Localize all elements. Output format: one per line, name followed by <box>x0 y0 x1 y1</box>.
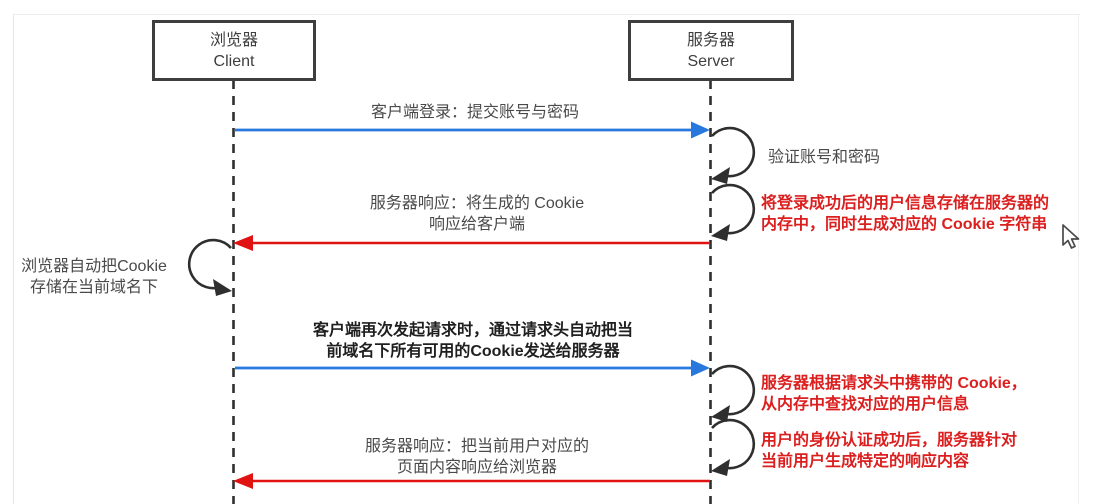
generate-response-self-loop <box>711 418 756 470</box>
login-request-arrowhead-icon <box>691 121 710 139</box>
auth-success-note: 用户的身份认证成功后，服务器针对 当前用户生成特定的响应内容 <box>761 430 1017 472</box>
lookup-user-note: 服务器根据请求头中携带的 Cookie， 从内存中查找对应的用户信息 <box>761 373 1027 415</box>
browser-store-note-line1: 浏览器自动把Cookie <box>21 258 167 275</box>
verify-self-loop <box>711 126 756 178</box>
lookup-user-self-loop <box>711 364 756 416</box>
resend-request-label-line1: 客户端再次发起请求时，通过请求头自动把当 <box>312 322 633 339</box>
store-cookie-self-loop-arrowhead-icon <box>711 224 730 241</box>
verify-self-loop-arrowhead-icon <box>711 167 730 184</box>
cookie-response-label: 服务器响应：将生成的 Cookie 响应给客户端 <box>332 193 622 235</box>
page-response-label-line2: 页面内容响应给浏览器 <box>396 459 557 476</box>
store-cookie-note: 将登录成功后的用户信息存储在服务器的 内存中，同时生成对应的 Cookie 字符… <box>761 193 1049 235</box>
frame-right-border <box>1078 14 1079 504</box>
login-message-label: 客户端登录：提交账号与密码 <box>370 104 579 121</box>
actor-box-server: 服务器 Server <box>628 20 794 81</box>
browser-store-note-line2: 存储在当前域名下 <box>29 279 158 296</box>
mouse-cursor-icon <box>1062 224 1080 249</box>
cookie-response-arrowhead-icon <box>233 235 253 251</box>
frame-left-border <box>13 14 14 504</box>
resend-request-arrowhead-icon <box>691 359 710 377</box>
browser-store-self-loop-arrowhead-icon <box>213 279 232 296</box>
store-cookie-note-line2: 内存中，同时生成对应的 Cookie 字符串 <box>761 216 1048 233</box>
page-response-label-line1: 服务器响应：把当前用户对应的 <box>364 438 589 455</box>
auth-success-note-line2: 当前用户生成特定的响应内容 <box>761 453 970 470</box>
page-response-label: 服务器响应：把当前用户对应的 页面内容响应给浏览器 <box>332 436 622 478</box>
auth-success-note-line1: 用户的身份认证成功后，服务器针对 <box>761 432 1018 449</box>
resend-request-label: 客户端再次发起请求时，通过请求头自动把当 前域名下所有可用的Cookie发送给服… <box>285 320 661 362</box>
actor-server-title-en: Server <box>687 52 735 70</box>
cookie-response-label-line1: 服务器响应：将生成的 Cookie <box>369 195 585 212</box>
store-cookie-self-loop <box>711 183 756 235</box>
verify-label: 验证账号和密码 <box>768 149 881 166</box>
lookup-user-note-line1: 服务器根据请求头中携带的 Cookie， <box>761 375 1027 392</box>
lookup-user-note-line2: 从内存中查找对应的用户信息 <box>761 396 970 413</box>
lookup-user-self-loop-arrowhead-icon <box>711 405 730 422</box>
store-cookie-note-line1: 将登录成功后的用户信息存储在服务器的 <box>761 195 1050 212</box>
actor-box-client: 浏览器 Client <box>152 20 316 81</box>
generate-response-self-loop-arrowhead-icon <box>711 459 730 476</box>
resend-request-label-line2: 前域名下所有可用的Cookie发送给服务器 <box>326 343 620 360</box>
actor-server-title-zh: 服务器 <box>686 31 735 49</box>
actor-client-title-en: Client <box>213 52 255 70</box>
cookie-response-label-line2: 响应给客户端 <box>428 216 525 233</box>
browser-store-note: 浏览器自动把Cookie 存储在当前域名下 <box>8 256 180 298</box>
frame-top-border <box>13 14 1080 15</box>
actor-client-title-zh: 浏览器 <box>209 31 258 49</box>
browser-store-self-loop <box>187 238 232 290</box>
page-response-arrowhead-icon <box>233 473 253 489</box>
